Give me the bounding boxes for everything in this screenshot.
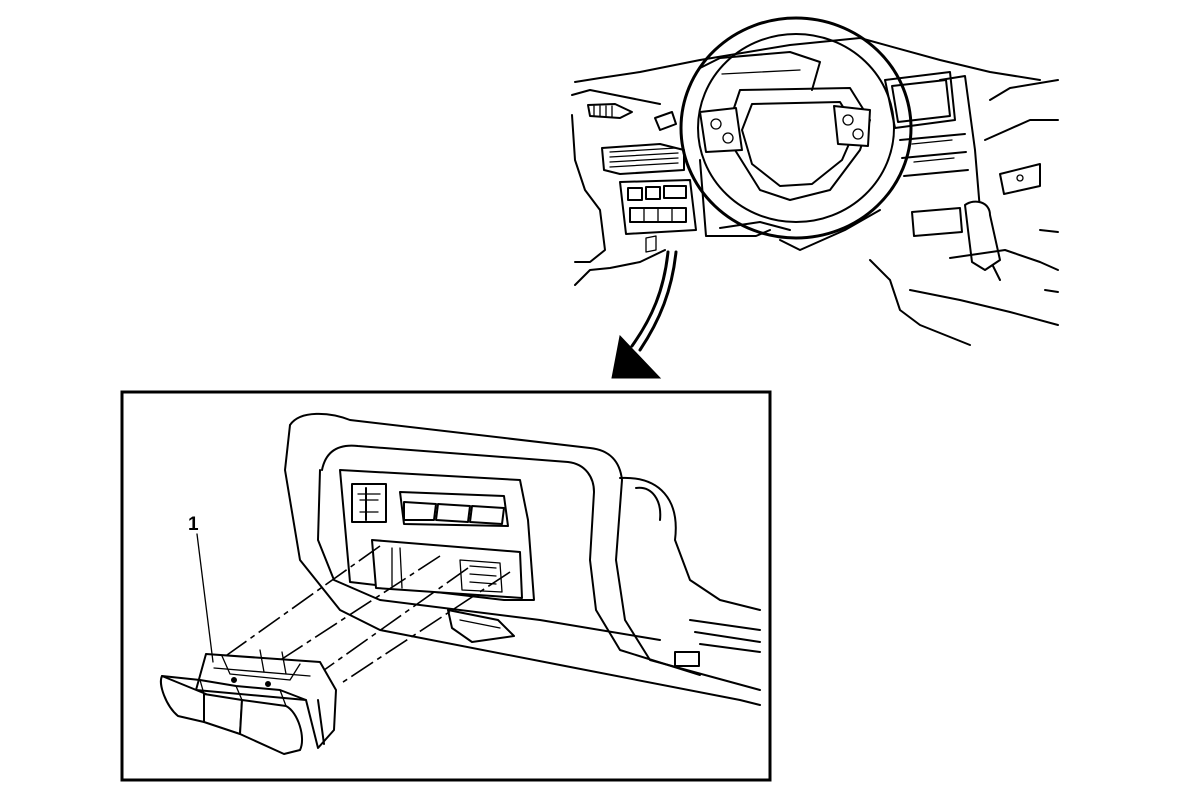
detail-inset: 1 bbox=[120, 390, 772, 782]
dashboard-overview bbox=[571, 16, 1059, 346]
callout-1-leader bbox=[196, 533, 214, 663]
location-arrow bbox=[611, 250, 678, 379]
callout-1-label: 1 bbox=[188, 514, 199, 535]
callout-1: 1 bbox=[188, 514, 214, 663]
removed-switch-assembly bbox=[160, 649, 337, 755]
inset-frame bbox=[120, 390, 772, 782]
